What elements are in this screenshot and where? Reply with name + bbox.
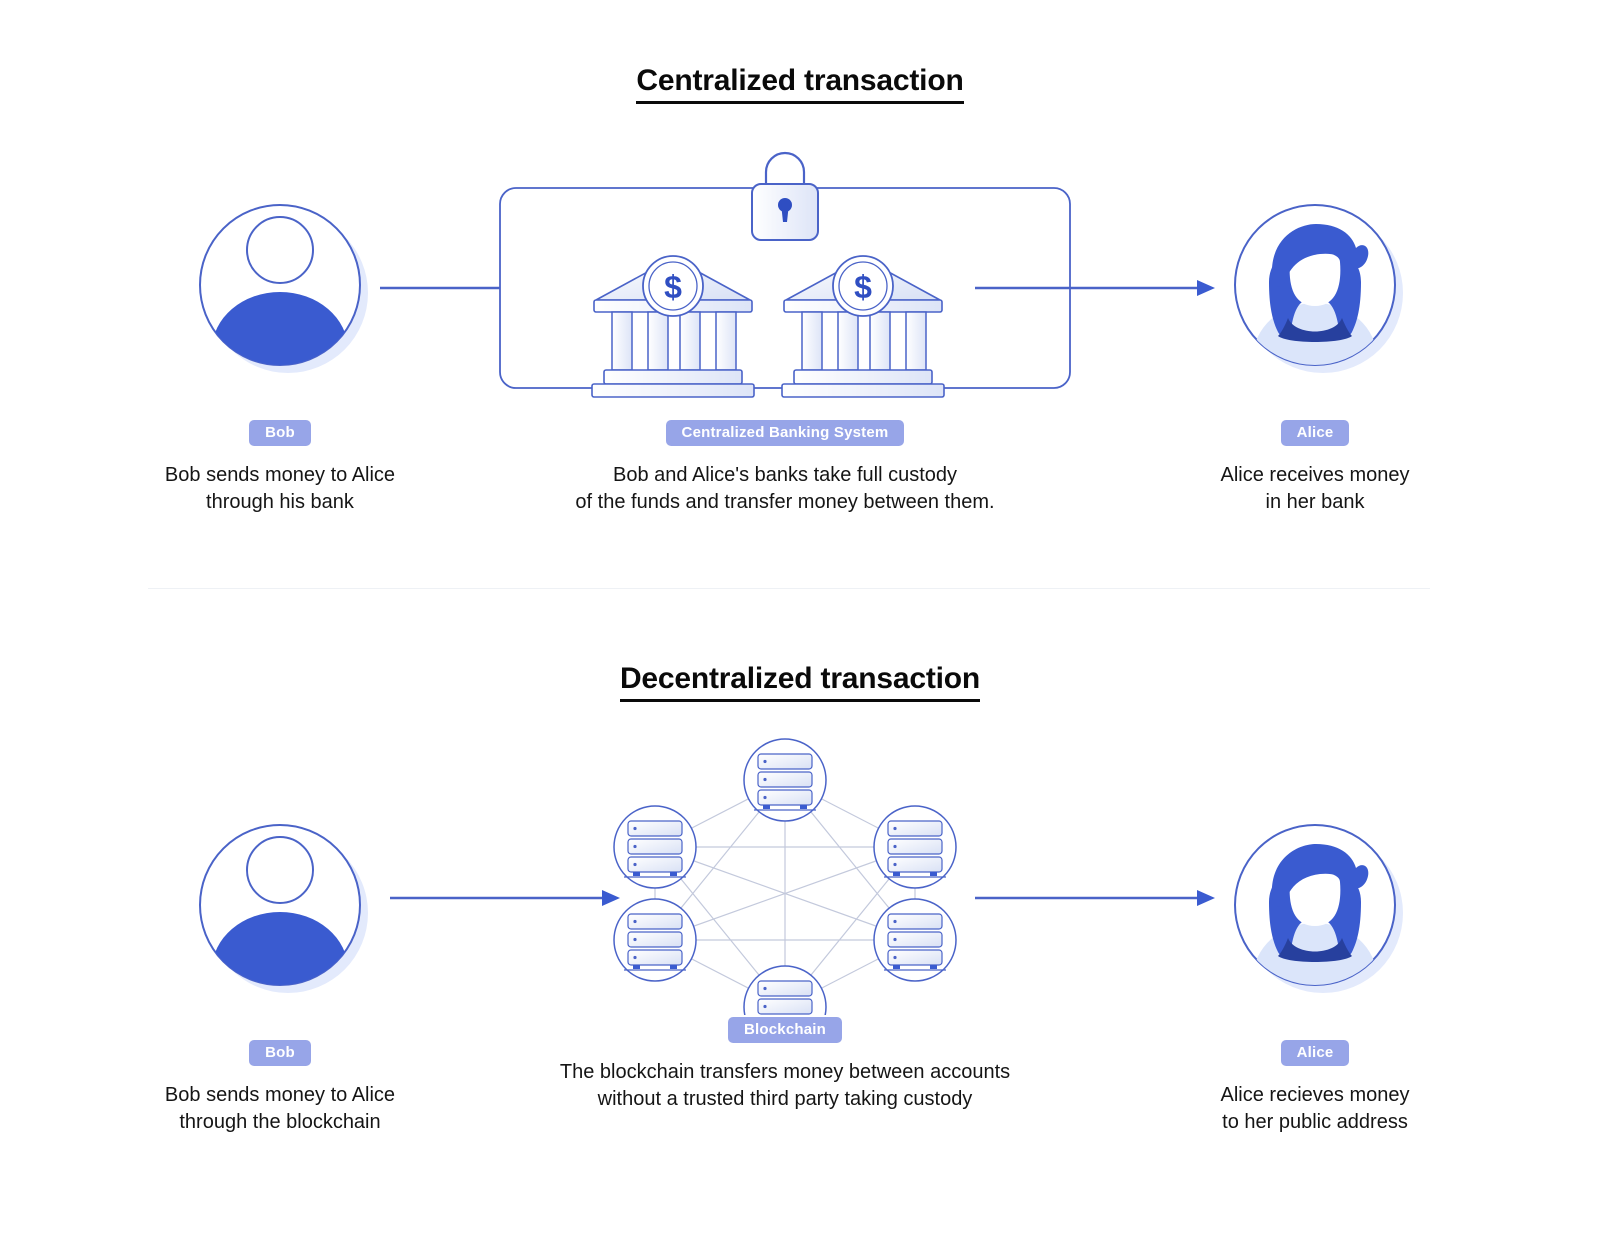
step-alice-decentralized: Alice Alice recieves money to her public… bbox=[1130, 810, 1500, 1136]
arrow-blockchain-to-alice bbox=[975, 888, 1215, 908]
svg-text:$: $ bbox=[664, 269, 682, 305]
caption-banks: Bob and Alice's banks take full custody … bbox=[575, 464, 995, 513]
badge-label: Bob bbox=[249, 420, 311, 446]
badge-label: Alice bbox=[1280, 420, 1350, 446]
section-centralized: Centralized transaction Bob bbox=[0, 0, 1600, 600]
caption-bob: Bob sends money to Alice through the blo… bbox=[164, 1084, 396, 1133]
section-decentralized: Decentralized transaction Bob bbox=[0, 600, 1600, 1244]
badge-bob: Bob bbox=[90, 420, 470, 446]
section-title-decentralized: Decentralized transaction bbox=[0, 662, 1600, 702]
server-node bbox=[613, 805, 697, 889]
person-avatar-male-icon bbox=[90, 810, 470, 1040]
section-divider bbox=[148, 588, 1430, 589]
server-network-icon bbox=[480, 725, 1090, 1049]
arrow-banks-to-alice bbox=[975, 278, 1215, 298]
person-avatar-male-icon bbox=[90, 190, 470, 420]
caption-blockchain: The blockchain transfers money between a… bbox=[559, 1061, 1011, 1110]
person-avatar-female-icon bbox=[1130, 810, 1500, 1040]
arrow-bob-to-blockchain bbox=[390, 888, 620, 908]
badge-bob: Bob bbox=[90, 1040, 470, 1066]
server-node bbox=[873, 805, 957, 889]
section-title-text: Centralized transaction bbox=[636, 64, 964, 104]
server-node bbox=[873, 898, 957, 982]
server-node bbox=[613, 898, 697, 982]
server-node bbox=[743, 738, 827, 822]
caption-bob: Bob sends money to Alice through his ban… bbox=[164, 464, 396, 513]
server-node bbox=[743, 965, 827, 1049]
step-bob-centralized: Bob Bob sends money to Alice through his… bbox=[90, 190, 470, 516]
badge-label: Centralized Banking System bbox=[665, 420, 905, 446]
svg-text:$: $ bbox=[854, 269, 872, 305]
banks-with-lock-icon: $ $ bbox=[480, 150, 1090, 400]
caption-alice: Alice recieves money to her public addre… bbox=[1220, 1084, 1410, 1133]
badge-alice: Alice bbox=[1130, 1040, 1500, 1066]
badge-centralized-banking-system: Centralized Banking System bbox=[480, 420, 1090, 446]
step-alice-centralized: Alice Alice receives money in her bank bbox=[1130, 190, 1500, 516]
badge-label: Bob bbox=[249, 1040, 311, 1066]
section-title-centralized: Centralized transaction bbox=[0, 64, 1600, 104]
step-blockchain: Blockchain The blockchain transfers mone… bbox=[480, 725, 1090, 1113]
badge-label: Alice bbox=[1280, 1040, 1350, 1066]
badge-label: Blockchain bbox=[727, 1017, 843, 1043]
person-avatar-female-icon bbox=[1130, 190, 1500, 420]
step-banks-centralized: $ $ bbox=[480, 150, 1090, 516]
section-title-text: Decentralized transaction bbox=[619, 662, 980, 702]
badge-alice: Alice bbox=[1130, 420, 1500, 446]
step-bob-decentralized: Bob Bob sends money to Alice through the… bbox=[90, 810, 470, 1136]
badge-blockchain: Blockchain bbox=[480, 1017, 1090, 1043]
caption-alice: Alice receives money in her bank bbox=[1220, 464, 1410, 513]
